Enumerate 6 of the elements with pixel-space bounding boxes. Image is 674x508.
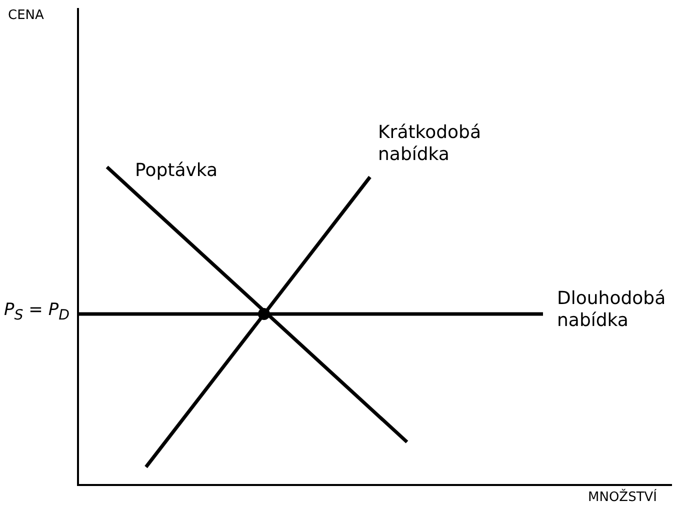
axis-title: CENA [8, 8, 44, 24]
price-label: P$_{S}$ = P$_{D}$ [4, 300, 70, 324]
axis-title: MNOŽSTVÍ [588, 490, 657, 506]
curve-label: Krátkodobá nabídka [378, 122, 482, 166]
curve-label: Poptávka [135, 160, 218, 182]
curve-label: Dlouhodobá nabídka [557, 288, 667, 332]
